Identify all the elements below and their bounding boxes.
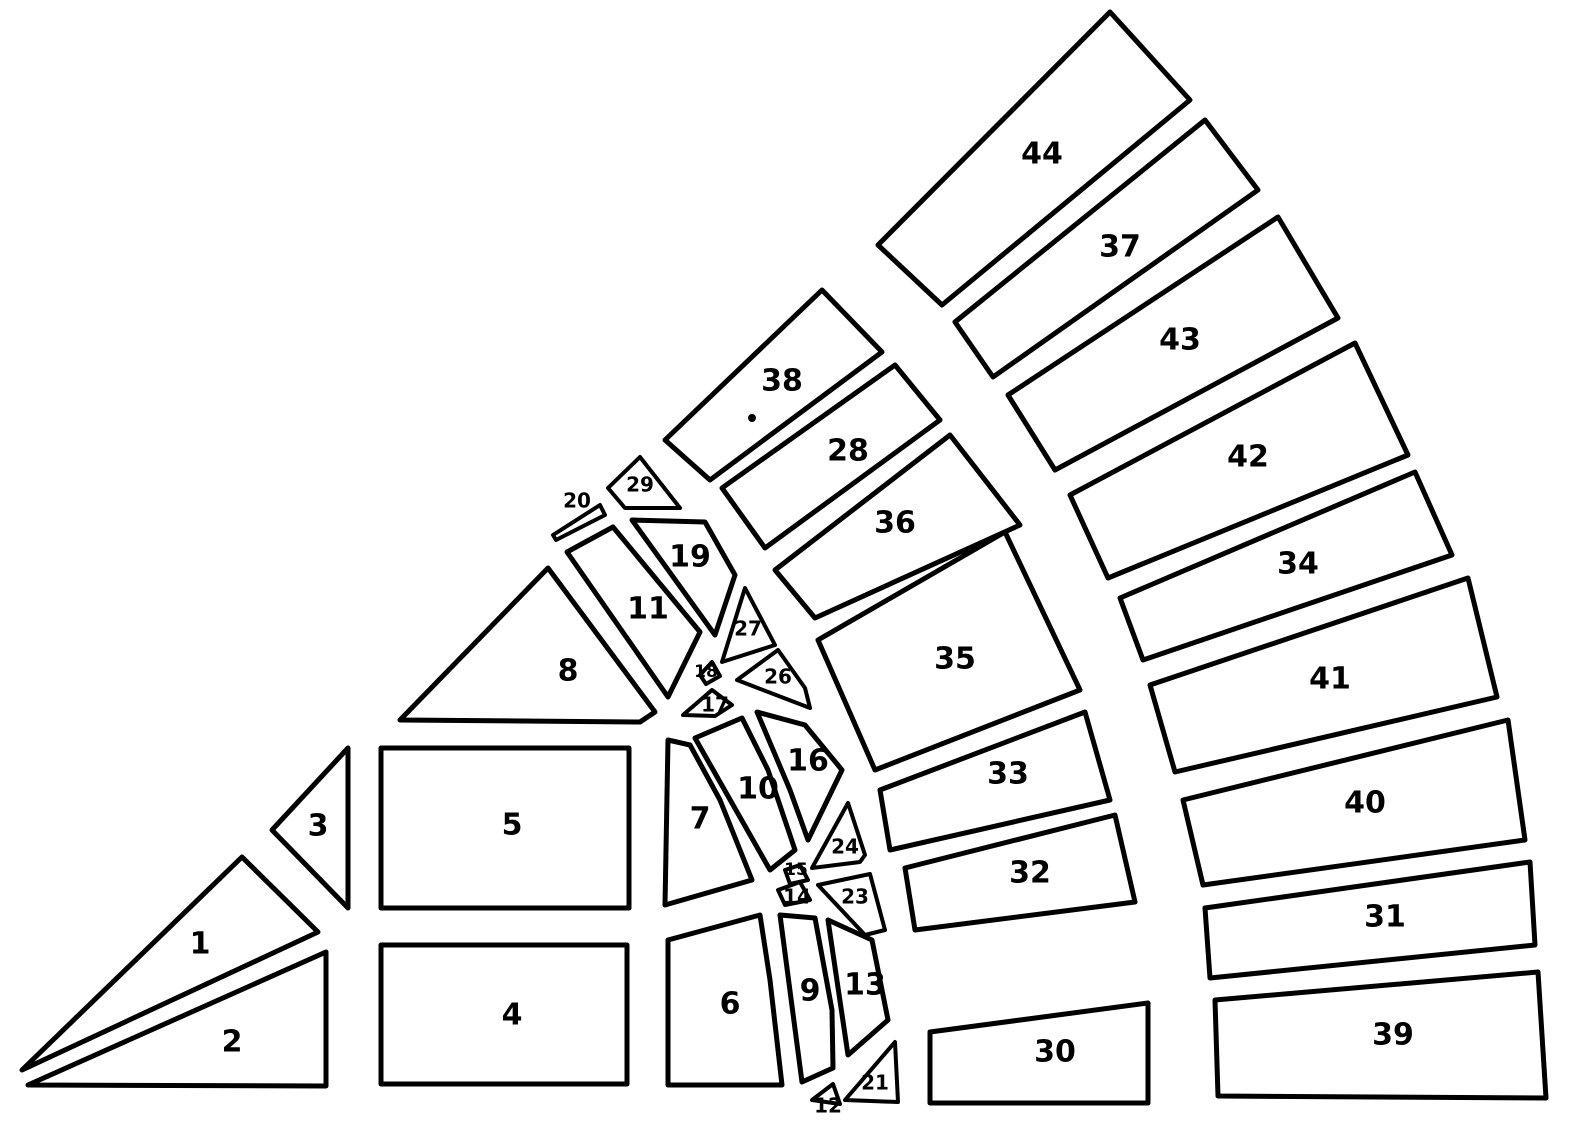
piece-31: [1202, 859, 1538, 981]
piece-3: [269, 745, 351, 911]
piece-label-43: 43: [1159, 323, 1201, 358]
piece-43: [1005, 214, 1341, 473]
piece-label-38: 38: [761, 364, 803, 399]
piece-33: [877, 709, 1113, 853]
piece-2: [25, 949, 329, 1089]
piece-6: [665, 912, 785, 1088]
piece-8: [397, 565, 658, 725]
piece-label-24: 24: [831, 835, 859, 859]
piece-39: [1212, 969, 1549, 1101]
piece-36: [772, 432, 1023, 621]
piece-19: [629, 517, 738, 638]
piece-label-21: 21: [861, 1071, 889, 1095]
piece-label-6: 6: [720, 987, 741, 1022]
piece-21: [843, 1040, 900, 1104]
piece-10: [692, 715, 798, 873]
piece-label-41: 41: [1309, 662, 1351, 697]
piece-label-28: 28: [827, 434, 869, 469]
piece-label-36: 36: [874, 506, 916, 541]
piece-label-42: 42: [1227, 440, 1269, 475]
piece-44: [875, 9, 1193, 308]
piece-label-4: 4: [502, 998, 523, 1033]
piece-38: [662, 287, 885, 483]
piece-label-37: 37: [1099, 230, 1141, 265]
piece-26: [735, 648, 812, 710]
piece-13: [825, 917, 891, 1058]
piece-label-30: 30: [1034, 1035, 1076, 1070]
piece-28: [719, 362, 943, 551]
piece-label-17: 17: [701, 693, 729, 717]
piece-label-26: 26: [764, 665, 792, 689]
piece-label-33: 33: [987, 757, 1029, 792]
piece-18: [698, 660, 722, 686]
piece-16: [754, 709, 845, 843]
piece-label-40: 40: [1344, 786, 1386, 821]
piece-label-15: 15: [784, 860, 808, 880]
piece-34: [1117, 469, 1455, 663]
piece-9: [777, 912, 836, 1085]
piece-label-27: 27: [734, 617, 762, 641]
piece-29: [606, 455, 682, 510]
piece-label-5: 5: [502, 808, 523, 843]
piece-label-20: 20: [563, 489, 591, 513]
piece-label-1: 1: [190, 927, 211, 962]
piece-20: [551, 503, 607, 542]
piece-35: [815, 529, 1083, 773]
piece-label-9: 9: [800, 974, 821, 1009]
piece-15: [783, 863, 810, 886]
piece-label-10: 10: [737, 772, 779, 807]
piece-label-35: 35: [934, 642, 976, 677]
piece-23: [816, 872, 887, 937]
pieces-layer: [19, 9, 1549, 1106]
piece-label-29: 29: [626, 473, 654, 497]
piece-30: [927, 1000, 1151, 1106]
piece-label-31: 31: [1364, 900, 1406, 935]
piece-41: [1147, 575, 1500, 775]
piece-label-39: 39: [1372, 1018, 1414, 1053]
piece-label-13: 13: [844, 968, 886, 1003]
piece-label-18: 18: [694, 662, 718, 682]
piece-label-16: 16: [787, 744, 829, 779]
piece-label-19: 19: [669, 540, 711, 575]
piece-label-44: 44: [1021, 137, 1063, 172]
piece-label-7: 7: [690, 802, 711, 837]
piece-7: [662, 737, 755, 908]
piece-24: [810, 801, 867, 870]
piece-label-23: 23: [841, 885, 869, 909]
piece-label-2: 2: [222, 1025, 243, 1060]
piece-label-12: 12: [814, 1094, 842, 1118]
piece-37: [952, 117, 1261, 380]
piece-27: [720, 586, 777, 664]
piece-40: [1180, 717, 1528, 888]
piece-label-14: 14: [783, 885, 811, 909]
piece-1: [19, 854, 321, 1073]
piece-label-8: 8: [558, 654, 579, 689]
piece-4: [378, 942, 630, 1087]
piece-11: [564, 524, 703, 700]
piece-17: [681, 688, 734, 718]
labels-layer: 1234567891011121314151617181920212324262…: [190, 137, 1414, 1118]
piece-label-11: 11: [627, 592, 669, 627]
piece-5: [378, 745, 632, 911]
piece-label-34: 34: [1277, 547, 1319, 582]
piece-label-32: 32: [1009, 856, 1051, 891]
piece-32: [902, 812, 1138, 933]
piece-label-3: 3: [308, 809, 329, 844]
piece-12: [810, 1082, 842, 1106]
dot-mark: [748, 414, 756, 422]
piece-42: [1067, 340, 1411, 581]
